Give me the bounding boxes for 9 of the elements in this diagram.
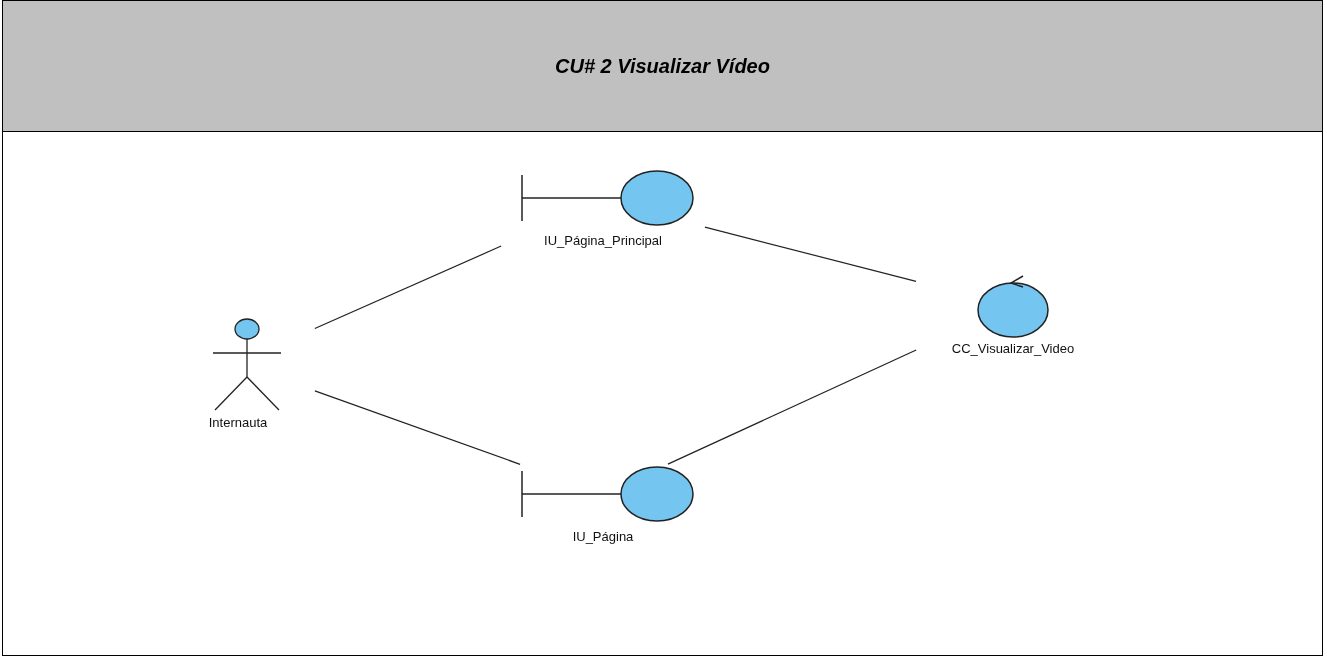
node-label: IU_Página (572, 529, 634, 544)
node-label: IU_Página_Principal (544, 233, 662, 248)
association-line (314, 245, 502, 330)
association-line (704, 226, 917, 282)
association-line (314, 390, 521, 465)
diagram-title: CU# 2 Visualizar Vídeo (555, 54, 770, 78)
node-label: Internauta (208, 415, 268, 430)
node-label: CC_Visualizar_Video (951, 341, 1075, 356)
association-line (667, 349, 917, 465)
